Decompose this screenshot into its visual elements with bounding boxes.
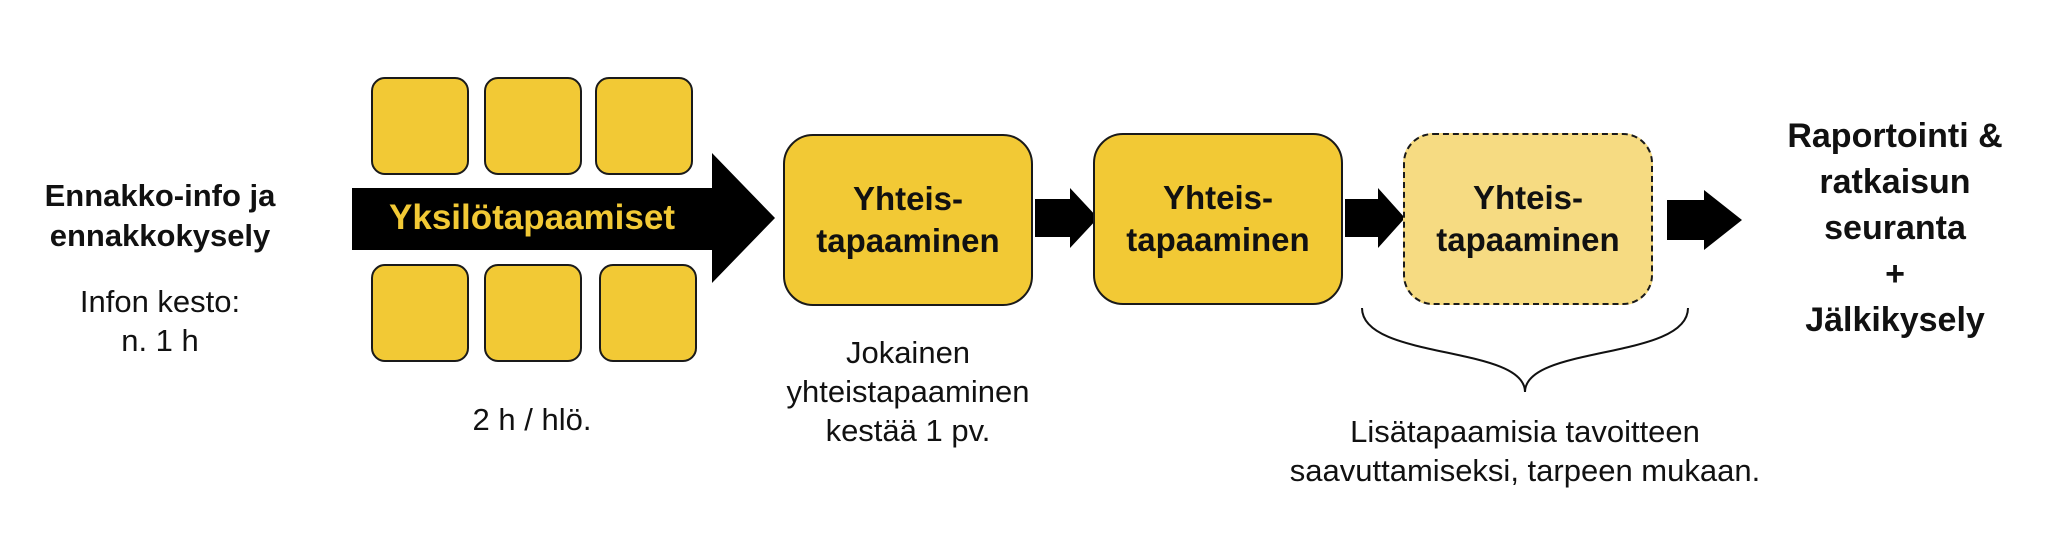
connector-arrow-1 xyxy=(1035,188,1098,248)
joint-meeting-box-2: Yhteis- tapaaminen xyxy=(1093,133,1343,305)
final-step-text: Raportointi & ratkaisun seuranta + Jälki… xyxy=(1787,117,2003,339)
connector-arrow-3 xyxy=(1667,190,1742,250)
individual-duration: 2 h / hlö. xyxy=(472,402,592,437)
individual-meetings-arrow xyxy=(352,153,775,283)
intro-duration: Infon kesto: n. 1 h xyxy=(79,284,241,358)
individual-meeting-box xyxy=(595,77,693,175)
optional-joint-meeting-box: Yhteis- tapaaminen xyxy=(1403,133,1653,305)
additional-meetings-brace xyxy=(1361,307,1689,393)
joint-meeting-box-1: Yhteis- tapaaminen xyxy=(783,134,1033,306)
individual-meeting-box xyxy=(371,77,469,175)
intro-title: Ennakko-info ja ennakkokysely xyxy=(44,178,276,253)
individual-meetings-label: Yksilötapaamiset xyxy=(389,198,675,237)
individual-meeting-box xyxy=(484,77,582,175)
individual-meeting-box xyxy=(371,264,469,362)
individual-meeting-box xyxy=(599,264,697,362)
meeting-duration-caption: Jokainen yhteistapaaminen kestää 1 pv. xyxy=(786,335,1030,448)
connector-arrow-2 xyxy=(1345,188,1405,248)
additional-meetings-caption: Lisätapaamisia tavoitteen saavuttamiseks… xyxy=(1289,414,1761,488)
individual-meeting-box xyxy=(484,264,582,362)
